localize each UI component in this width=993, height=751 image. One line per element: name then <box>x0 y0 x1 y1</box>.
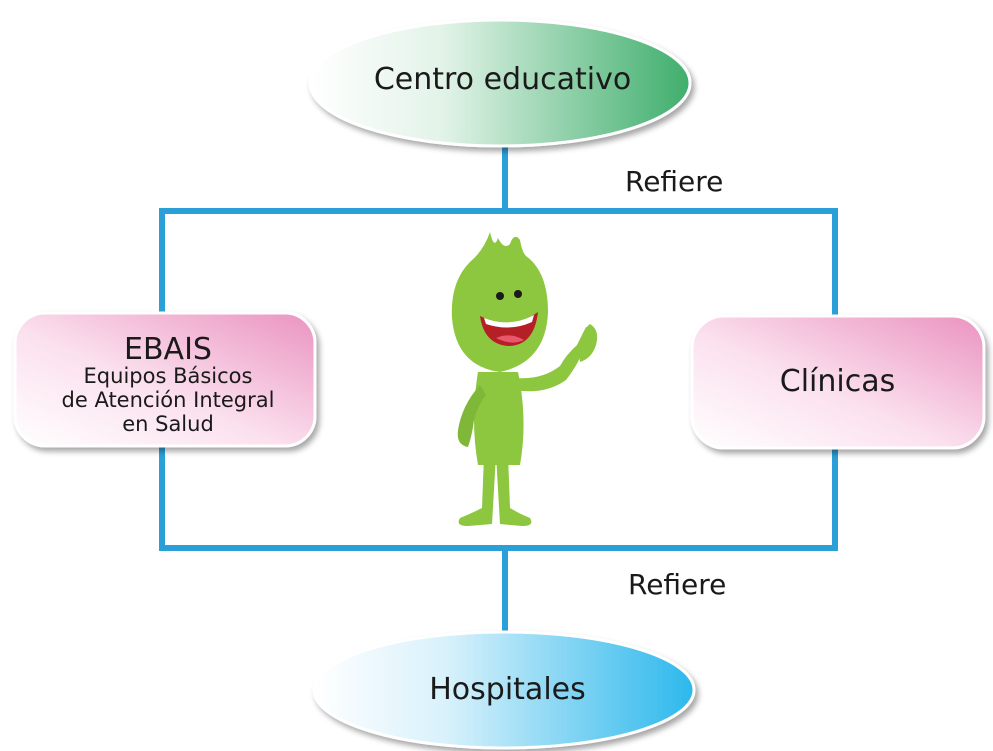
centro-educativo-label: Centro educativo <box>373 62 632 97</box>
hospitales-node <box>312 630 696 750</box>
clinicas-label: Clínicas <box>779 364 896 399</box>
centro-educativo-node <box>308 18 692 148</box>
refiere-top-label: Refiere <box>625 165 724 198</box>
ebais-subtitle-line-1: Equipos Básicos <box>83 364 253 388</box>
ebais-subtitle-line-3: en Salud <box>122 412 214 436</box>
ebais-node <box>13 311 317 448</box>
ebais-title: EBAIS <box>124 332 212 367</box>
green-mascot-waving-icon <box>451 232 598 526</box>
refiere-bottom-label: Refiere <box>628 568 727 601</box>
ebais-subtitle-line-2: de Atención Integral <box>61 388 275 412</box>
clinicas-node <box>690 314 986 450</box>
hospitales-label: Hospitales <box>429 672 586 707</box>
